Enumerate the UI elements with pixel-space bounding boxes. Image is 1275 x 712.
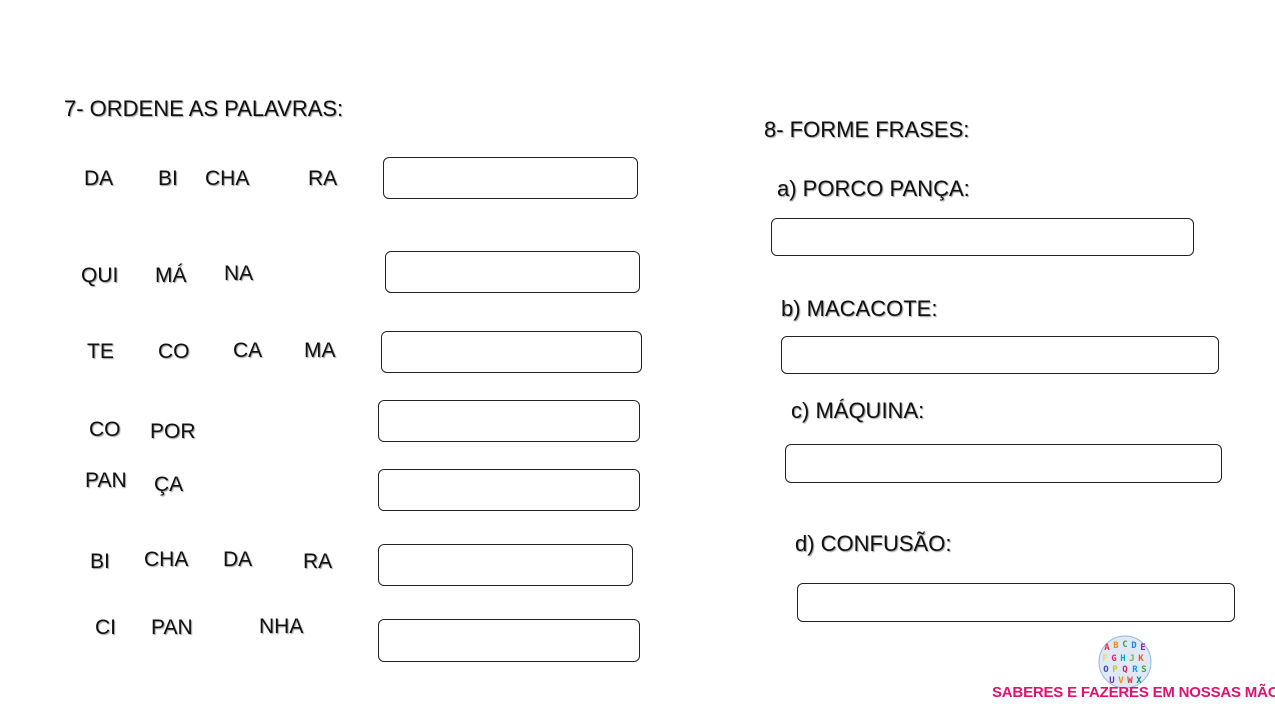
alphabet-globe-logo: A B C D E F G H J K O P Q R S U V W X	[1098, 635, 1152, 689]
exercise-8-title: 8- FORME FRASES:	[764, 117, 970, 142]
sentence-box-b[interactable]	[781, 336, 1219, 374]
syllable: NHA	[259, 615, 304, 638]
syllable: ÇA	[154, 473, 184, 496]
sentence-box-a[interactable]	[771, 218, 1194, 256]
svg-text:G: G	[1111, 654, 1116, 664]
svg-text:A: A	[1104, 643, 1110, 653]
answer-box-2[interactable]	[385, 251, 640, 293]
syllable: BI	[90, 550, 110, 573]
svg-text:F: F	[1102, 654, 1107, 664]
syllable: CHA	[205, 167, 250, 190]
brand-text: SABERES E FAZERES EM NOSSAS MÃOS	[992, 684, 1275, 701]
answer-box-5[interactable]	[378, 469, 640, 511]
svg-text:J: J	[1129, 654, 1134, 664]
svg-text:O: O	[1103, 665, 1109, 675]
answer-box-3[interactable]	[381, 331, 642, 373]
svg-text:B: B	[1113, 641, 1119, 651]
svg-text:V: V	[1118, 676, 1124, 686]
syllable: NA	[224, 262, 254, 285]
syllable: CO	[158, 340, 190, 363]
syllable: MÁ	[155, 264, 187, 287]
syllable: CI	[95, 616, 116, 639]
answer-box-4[interactable]	[378, 400, 640, 442]
syllable: DA	[84, 167, 114, 190]
svg-text:P: P	[1112, 665, 1118, 675]
sentence-box-c[interactable]	[785, 444, 1222, 483]
sentence-prompt-c: c) MÁQUINA:	[791, 398, 925, 423]
answer-box-7[interactable]	[378, 619, 640, 662]
svg-text:U: U	[1109, 676, 1114, 686]
svg-text:K: K	[1138, 654, 1144, 664]
svg-text:D: D	[1131, 641, 1137, 651]
syllable: QUI	[81, 264, 119, 287]
exercise-7-title: 7- ORDENE AS PALAVRAS:	[64, 96, 344, 121]
syllable: PAN	[85, 469, 127, 492]
svg-text:R: R	[1132, 665, 1138, 675]
answer-box-1[interactable]	[383, 157, 638, 199]
answer-box-6[interactable]	[378, 544, 633, 586]
svg-text:Q: Q	[1122, 665, 1128, 675]
sentence-prompt-b: b) MACACOTE:	[781, 296, 938, 321]
sentence-box-d[interactable]	[797, 583, 1235, 622]
syllable: CA	[233, 339, 263, 362]
svg-text:S: S	[1141, 665, 1146, 675]
syllable: POR	[150, 420, 196, 443]
svg-text:C: C	[1122, 640, 1127, 650]
sentence-prompt-d: d) CONFUSÃO:	[795, 531, 952, 556]
syllable: CHA	[144, 548, 189, 571]
svg-text:E: E	[1140, 643, 1145, 653]
svg-text:H: H	[1120, 654, 1125, 664]
syllable: RA	[308, 167, 338, 190]
syllable: MA	[304, 339, 336, 362]
svg-text:X: X	[1136, 676, 1142, 686]
syllable: TE	[87, 340, 114, 363]
syllable: BI	[158, 167, 178, 190]
sentence-prompt-a: a) PORCO PANÇA:	[777, 176, 970, 201]
syllable: PAN	[151, 616, 193, 639]
svg-text:W: W	[1127, 676, 1133, 686]
syllable: DA	[223, 548, 253, 571]
syllable: RA	[303, 550, 333, 573]
syllable: CO	[89, 418, 121, 441]
